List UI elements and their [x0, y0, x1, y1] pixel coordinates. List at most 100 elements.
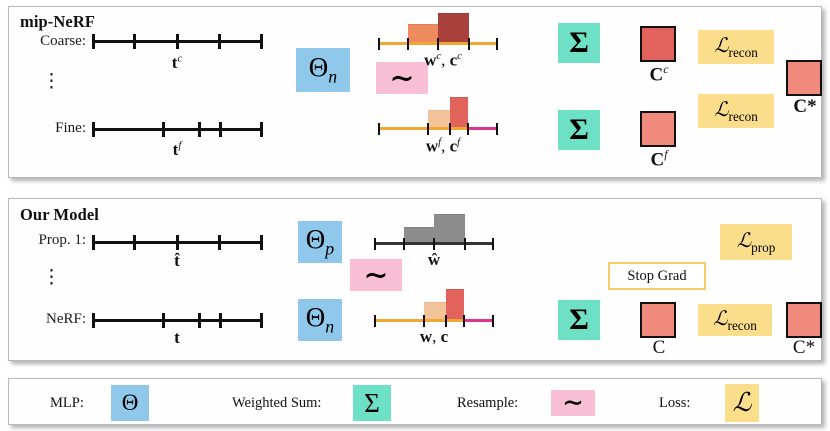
stop-grad-box: Stop Grad — [608, 262, 706, 290]
loss-label: ℒrecon — [713, 306, 757, 333]
hist-tick — [491, 238, 495, 250]
hist-caption-coarse: wc, cc — [424, 50, 462, 70]
stop-grad-label: Stop Grad — [627, 267, 687, 284]
hist-tick — [467, 38, 471, 50]
hist-tick — [373, 315, 377, 327]
hist-tick — [491, 315, 495, 327]
ray-tick — [259, 122, 263, 137]
histogram-nerf — [373, 289, 495, 327]
loss-block-recon-coarse[interactable]: ℒrecon — [698, 30, 774, 64]
vertical-dots-bottom: ⋮ — [42, 267, 61, 288]
ray-nerf-line — [92, 319, 262, 322]
ray-tick — [197, 122, 201, 137]
sine-icon: ∼ — [562, 388, 584, 417]
loss-block-recon-fine[interactable]: ℒrecon — [698, 94, 774, 128]
mlp-block-label: Θp — [305, 224, 335, 259]
ray-tick — [161, 122, 165, 137]
color-square-label-c-nerf: C — [652, 337, 666, 358]
weighted-sum-block-coarse[interactable]: Σ — [558, 23, 600, 63]
hist-bar — [446, 289, 464, 319]
sigma-icon: Σ — [364, 387, 380, 418]
hist-tick — [495, 38, 499, 50]
color-square-c-coarse — [640, 26, 676, 62]
panel-title-mip-nerf: mip-NeRF — [20, 12, 96, 31]
legend-loss-icon: ℒ — [725, 384, 759, 422]
color-square-label-c-coarse: Cc — [649, 62, 669, 86]
loss-block-recon-bottom[interactable]: ℒrecon — [698, 304, 772, 336]
hist-tick — [432, 238, 436, 250]
legend-label-resample: Resample: — [457, 395, 519, 411]
ray-prop — [91, 233, 263, 251]
loss-block-prop[interactable]: ℒprop — [720, 224, 792, 260]
ray-tick — [218, 313, 222, 328]
mlp-block-label: Θn — [308, 52, 338, 87]
ray-tick — [161, 313, 165, 328]
resample-glyph: ∼ — [363, 258, 389, 292]
legend-label-weighted-sum: Weighted Sum: — [232, 395, 322, 411]
row-label-prop: Prop. 1: — [38, 232, 86, 248]
legend-label-mlp: MLP: — [50, 395, 84, 411]
hist-tick — [426, 123, 430, 135]
hist-bar — [438, 13, 469, 42]
panel-title-our-model: Our Model — [20, 205, 99, 224]
color-square-c-fine — [640, 111, 676, 147]
hist-bar — [434, 214, 465, 242]
color-square-c-star-top — [786, 60, 822, 96]
ray-tick — [133, 235, 136, 250]
resample-block-bottom[interactable]: ∼ — [350, 258, 402, 292]
resample-block-top[interactable]: ∼ — [376, 61, 428, 95]
hist-bar — [450, 97, 468, 127]
mlp-block-theta-n-bottom[interactable]: Θn — [298, 299, 342, 341]
ray-tick — [259, 34, 263, 49]
resample-glyph: ∼ — [389, 61, 415, 95]
ray-tick — [91, 122, 95, 137]
ray-tick — [197, 313, 201, 328]
hist-axis-color-band — [375, 319, 464, 322]
color-square-label-c-star-bottom: C* — [792, 337, 816, 358]
hist-tick — [463, 238, 467, 250]
color-square-c-star-bottom — [786, 302, 822, 338]
ray-tick — [259, 235, 263, 250]
legend-resample-icon: ∼ — [551, 388, 595, 417]
hist-bar — [408, 24, 438, 42]
ray-tick — [91, 34, 95, 49]
mlp-block-theta-p[interactable]: Θp — [298, 221, 342, 263]
ray-caption-prop: t̂ — [174, 251, 180, 270]
vertical-dots-top: ⋮ — [42, 71, 61, 92]
hist-tick — [377, 38, 381, 50]
ray-caption-nerf: t — [174, 328, 180, 347]
weighted-sum-block-nerf[interactable]: Σ — [558, 300, 600, 340]
legend-sum-icon: Σ — [353, 385, 391, 421]
hist-bar — [424, 302, 446, 319]
mlp-block-theta-n-top[interactable]: Θn — [296, 48, 350, 92]
ray-tick — [133, 34, 136, 49]
hist-tick — [444, 315, 448, 327]
hist-axis-color-band — [468, 127, 498, 130]
hist-tick — [377, 123, 381, 135]
hist-tick — [462, 315, 466, 327]
ray-tick — [218, 235, 221, 250]
hist-caption-fine: wf, cf — [425, 136, 461, 156]
ray-tick — [91, 313, 95, 328]
color-square-label-c-star-top: C* — [793, 96, 817, 117]
hist-tick — [495, 123, 499, 135]
legend-mlp-icon: Θ — [111, 385, 149, 421]
sum-glyph: Σ — [569, 113, 589, 146]
sum-glyph: Σ — [569, 26, 589, 59]
script-l-icon: ℒ — [732, 388, 752, 418]
histogram-fine — [377, 97, 499, 135]
ray-caption-coarse: tc — [171, 52, 183, 72]
histogram-prop — [373, 214, 495, 250]
hist-caption-prop: ŵ — [427, 250, 441, 269]
hist-bar — [428, 110, 450, 127]
color-square-label-c-fine: Cf — [650, 147, 668, 171]
hist-tick — [448, 123, 452, 135]
loss-label: ℒrecon — [714, 33, 758, 60]
loss-label: ℒrecon — [714, 97, 758, 124]
ray-tick — [218, 122, 222, 137]
weighted-sum-block-fine[interactable]: Σ — [558, 110, 600, 150]
hist-tick — [436, 38, 440, 50]
ray-tick — [218, 34, 221, 49]
theta-icon: Θ — [121, 390, 139, 415]
